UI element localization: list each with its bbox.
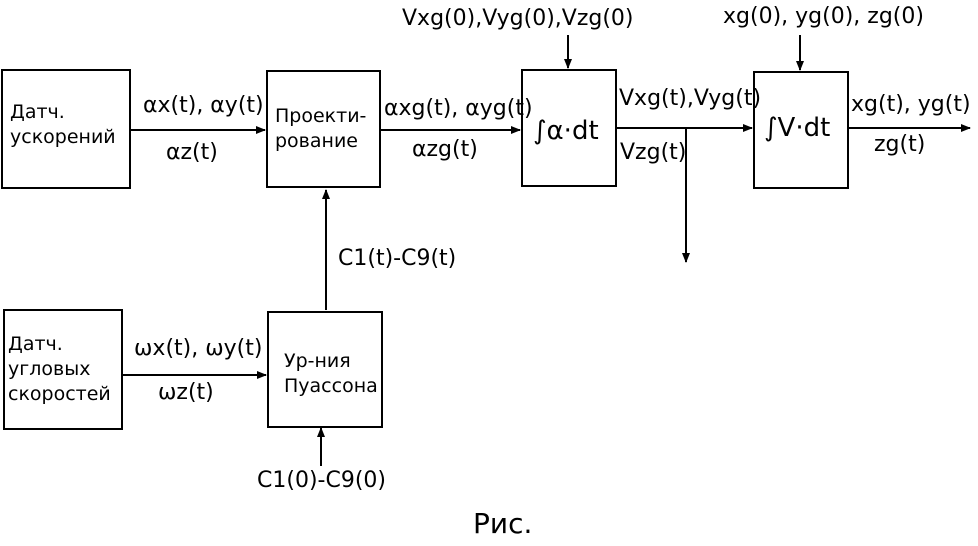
- signal-dcm-initial: C1(0)-C9(0): [257, 468, 386, 493]
- signal-position-initial: xg(0), yg(0), zg(0): [723, 4, 924, 29]
- accel-sensors-block: [1, 69, 131, 189]
- signal-dcm: C1(t)-C9(t): [338, 246, 457, 271]
- poisson-label: Ур-ния Пуассона: [284, 350, 378, 397]
- integrator-a-block: [521, 69, 617, 187]
- integrator-v-label: ∫V·dt: [764, 113, 831, 143]
- signal-proj-xy: αxg(t), αyg(t): [384, 96, 533, 121]
- signal-position-z: zg(t): [874, 132, 926, 157]
- gyro-sensors-label: Датч. угловых скоростей: [8, 333, 111, 405]
- signal-velocity-xy: Vxg(t),Vyg(t): [619, 86, 762, 111]
- signal-accel-z: αz(t): [166, 140, 218, 165]
- gyro-sensors-block: [3, 309, 123, 430]
- projection-block: [266, 70, 381, 188]
- accel-sensors-label: Датч. ускорений: [10, 101, 116, 148]
- signal-omega-xy: ωx(t), ωy(t): [134, 336, 263, 361]
- projection-label: Проекти- рование: [275, 105, 367, 152]
- signal-omega-z: ωz(t): [158, 380, 214, 405]
- signal-velocity-z: Vzg(t): [620, 140, 687, 165]
- signal-proj-z: αzg(t): [412, 137, 478, 162]
- signal-position-xy: xg(t), yg(t): [851, 92, 971, 117]
- figure-caption: Рис.: [473, 507, 533, 540]
- signal-velocity-initial: Vxg(0),Vyg(0),Vzg(0): [402, 6, 634, 31]
- poisson-block: [267, 311, 383, 428]
- signal-accel-xy: αx(t), αy(t): [143, 93, 264, 118]
- integrator-a-label: ∫α·dt: [533, 116, 599, 146]
- integrator-v-block: [753, 71, 849, 189]
